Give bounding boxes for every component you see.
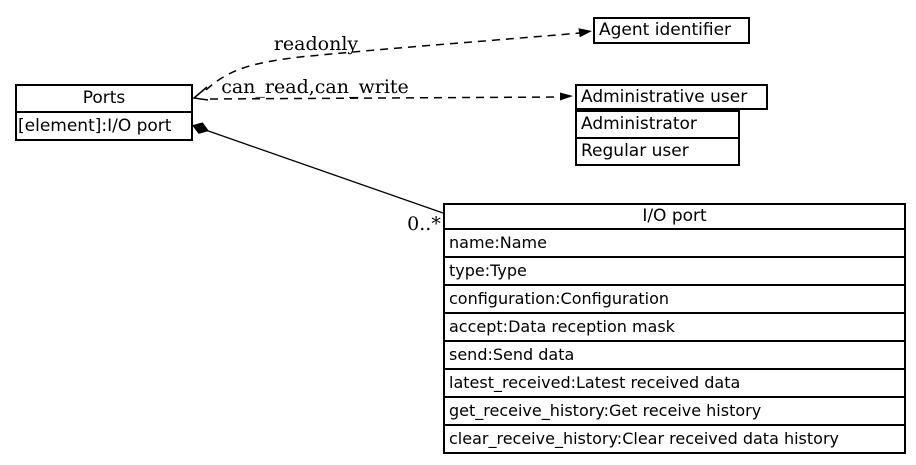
ports-class-box: Ports [element]:I/O port [15,84,193,141]
ports-class-title: Ports [17,86,191,113]
administrative-user-title: Administrative user [581,87,748,107]
io-port-attribute-accept: accept:Data reception mask [445,314,904,342]
agent-identifier-class-box: Agent identifier [593,17,750,44]
io-port-attribute-send: send:Send data [445,342,904,370]
can-read-write-arrowhead-icon [560,92,573,101]
agent-identifier-title: Agent identifier [599,20,732,40]
can-read-write-edge-line [209,96,561,100]
io-port-attribute-get-receive-history: get_receive_history:Get receive history [445,398,904,426]
io-port-attribute-latest-received: latest_received:Latest received data [445,370,904,398]
ports-open-arrowhead-icon [192,86,209,101]
administrative-user-values-box: Administrator Regular user [575,110,740,166]
io-port-class-title: I/O port [445,205,904,230]
administrative-user-value-regular-user: Regular user [581,141,689,161]
can-read-write-edge-label: can_read,can_write [221,76,409,98]
io-port-attribute-name: name:Name [445,230,904,258]
ports-attribute-element: [element]:I/O port [18,116,172,136]
administrative-user-value-administrator: Administrator [577,112,738,139]
composition-edge-line [206,129,444,214]
io-port-attribute-clear-receive-history: clear_receive_history:Clear received dat… [449,429,839,448]
io-port-attribute-configuration: configuration:Configuration [445,286,904,314]
composition-diamond-icon [192,122,209,134]
readonly-arrowhead-icon [578,28,592,38]
io-port-class-box: I/O port name:Name type:Type configurati… [443,203,906,454]
io-port-attribute-type: type:Type [445,258,904,286]
readonly-edge-line [205,32,581,91]
readonly-edge-label: readonly [274,33,359,55]
administrative-user-class-box: Administrative user [575,84,768,110]
composition-multiplicity-label: 0..* [407,213,441,235]
